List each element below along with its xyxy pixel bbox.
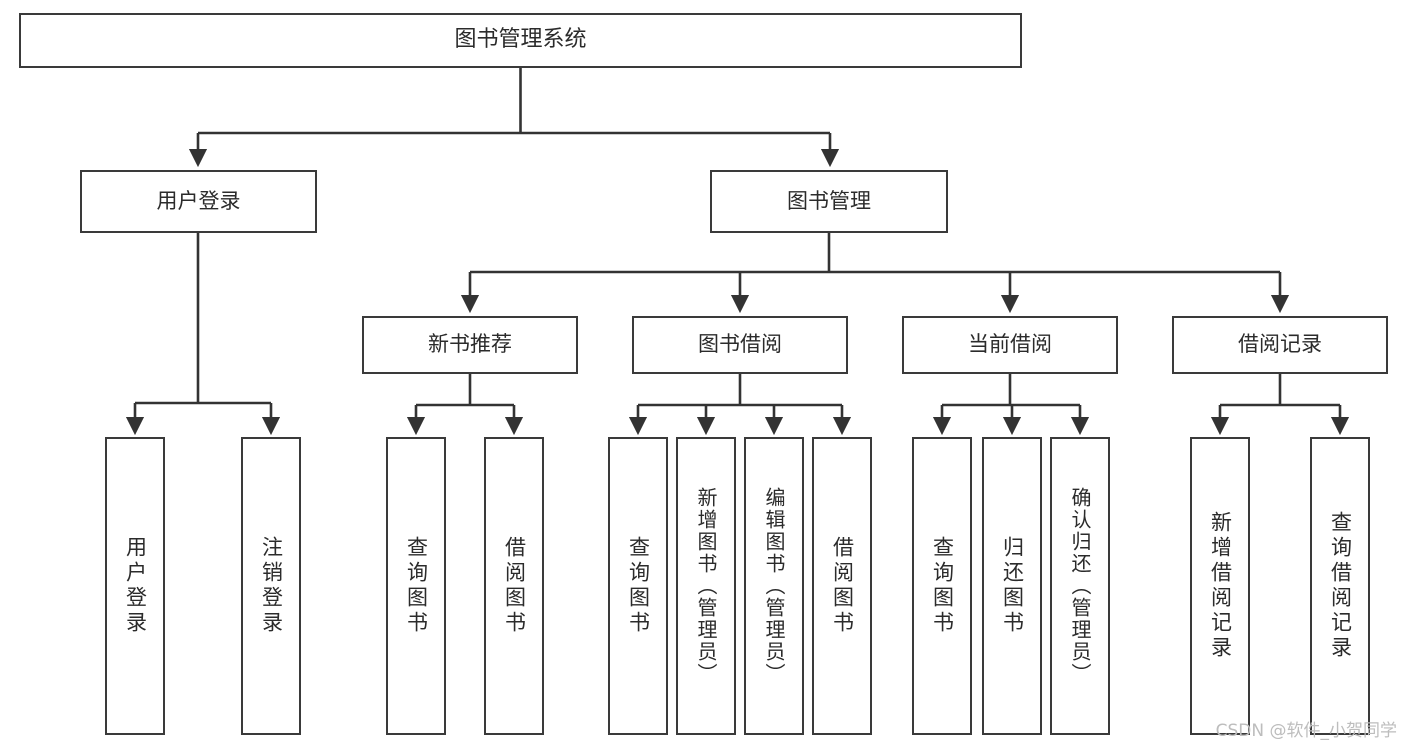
node-leaf-query-book-current[interactable]: 查询图书 [912, 437, 972, 735]
node-root-label: 图书管理系统 [454, 27, 587, 53]
node-leaf-user-logout[interactable]: 注销登录 [241, 437, 301, 735]
node-leaf-add-book-admin[interactable]: 新增图书（管理员） [676, 437, 736, 735]
edges-borrowrecord-to-leaves [1210, 374, 1350, 436]
node-leaf-edit-book-admin-label: 编辑图书（管理员） [762, 487, 786, 685]
node-leaf-query-book-recommend-label: 查询图书 [404, 536, 429, 636]
edges-bookmgmt-to-level2 [460, 233, 1290, 314]
watermark-text: CSDN @软件_小贺同学 [1215, 721, 1397, 741]
node-leaf-query-book-recommend[interactable]: 查询图书 [386, 437, 446, 735]
node-current-borrow-label: 当前借阅 [968, 332, 1052, 357]
edges-currentborrow-to-leaves [932, 374, 1090, 436]
edges-newbook-to-leaves [406, 374, 524, 436]
node-leaf-query-book-borrow-label: 查询图书 [626, 536, 651, 636]
node-root[interactable]: 图书管理系统 [19, 13, 1022, 68]
node-user-login-label: 用户登录 [156, 188, 241, 213]
node-user-login[interactable]: 用户登录 [80, 170, 317, 233]
edges-bookborrow-to-leaves [628, 374, 852, 436]
node-borrow-record-label: 借阅记录 [1238, 332, 1322, 357]
node-new-book-recommend[interactable]: 新书推荐 [362, 316, 578, 374]
node-leaf-user-login[interactable]: 用户登录 [105, 437, 165, 735]
node-leaf-user-login-label: 用户登录 [123, 536, 148, 636]
node-leaf-return-book[interactable]: 归还图书 [982, 437, 1042, 735]
node-leaf-confirm-return-admin[interactable]: 确认归还（管理员） [1050, 437, 1110, 735]
edges-userlogin-to-leaves [125, 233, 281, 436]
node-book-management-label: 图书管理 [787, 188, 871, 213]
node-leaf-query-book-borrow[interactable]: 查询图书 [608, 437, 668, 735]
node-leaf-add-borrow-record[interactable]: 新增借阅记录 [1190, 437, 1250, 735]
node-leaf-borrow-book-recommend[interactable]: 借阅图书 [484, 437, 544, 735]
node-leaf-confirm-return-admin-label: 确认归还（管理员） [1068, 487, 1092, 685]
node-leaf-borrow-book[interactable]: 借阅图书 [812, 437, 872, 735]
node-leaf-query-borrow-record[interactable]: 查询借阅记录 [1310, 437, 1370, 735]
node-leaf-borrow-book-recommend-label: 借阅图书 [502, 536, 527, 636]
node-leaf-add-borrow-record-label: 新增借阅记录 [1208, 511, 1233, 661]
node-leaf-query-borrow-record-label: 查询借阅记录 [1328, 511, 1353, 661]
node-leaf-query-book-current-label: 查询图书 [930, 536, 955, 636]
node-leaf-add-book-admin-label: 新增图书（管理员） [694, 487, 718, 685]
node-leaf-user-logout-label: 注销登录 [259, 536, 284, 636]
node-book-borrow-label: 图书借阅 [698, 332, 782, 357]
node-new-book-recommend-label: 新书推荐 [428, 332, 512, 357]
node-leaf-edit-book-admin[interactable]: 编辑图书（管理员） [744, 437, 804, 735]
node-book-management[interactable]: 图书管理 [710, 170, 948, 233]
node-leaf-return-book-label: 归还图书 [1000, 536, 1025, 636]
node-current-borrow[interactable]: 当前借阅 [902, 316, 1118, 374]
node-book-borrow[interactable]: 图书借阅 [632, 316, 848, 374]
node-borrow-record[interactable]: 借阅记录 [1172, 316, 1388, 374]
edges-root-to-level1 [188, 68, 840, 168]
node-leaf-borrow-book-label: 借阅图书 [830, 536, 855, 636]
